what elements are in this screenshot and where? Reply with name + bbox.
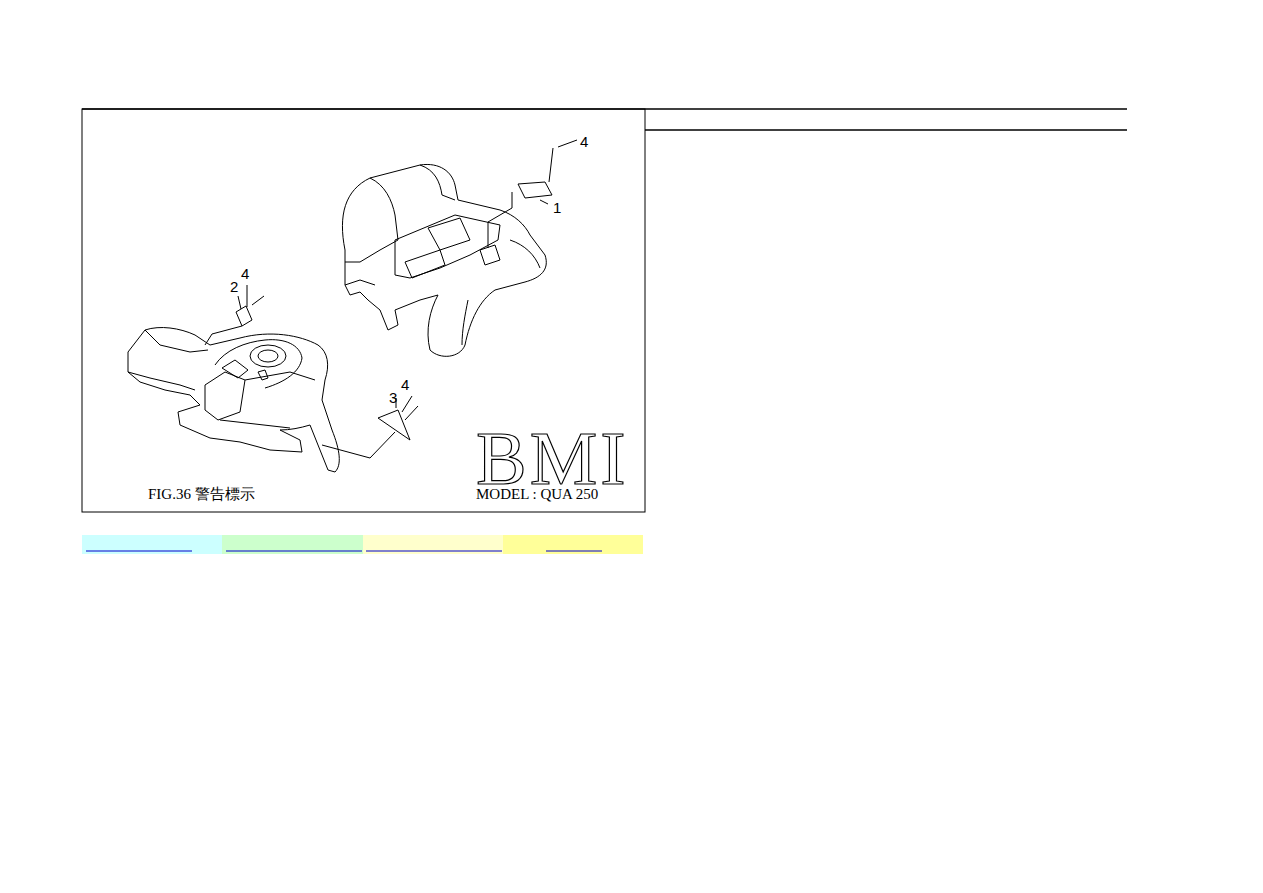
callout-number: 1 [553,200,561,215]
callout-number: 4 [401,377,409,392]
callout-number: 3 [389,390,397,405]
figure-caption: FIG.36 警告標示 [148,487,255,502]
callout-number: 4 [580,134,588,149]
callout-number: 4 [241,266,249,281]
callout-number: 2 [230,279,238,294]
brand-logo: BMI [476,420,629,496]
model-label: MODEL : QUA 250 [476,487,598,502]
